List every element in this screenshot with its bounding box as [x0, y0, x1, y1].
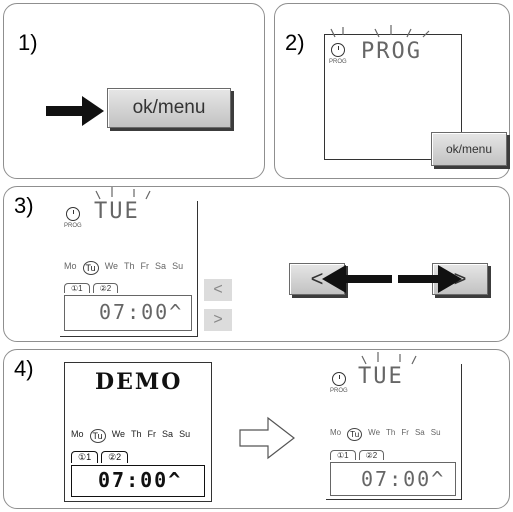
program-tabs: ①1 ②2 [64, 283, 119, 293]
prog-label: PROG [330, 388, 348, 394]
prog-label: PROG [329, 59, 347, 65]
day-tu-selected: Tu [347, 428, 363, 441]
time-box: 07:00^ [71, 465, 205, 497]
day-we: We [368, 428, 381, 437]
blink-indicator [361, 352, 417, 365]
day-su: Su [172, 261, 184, 271]
time-text: 07:00^ [98, 468, 183, 492]
step-2-panel: 2) PROG PROG ok/menu [274, 3, 510, 179]
day-th: Th [131, 429, 142, 439]
step-number: 1) [18, 30, 38, 55]
time-text: 07:00^ [99, 300, 184, 324]
tab-program-2: ②2 [358, 450, 385, 460]
clock-icon [331, 43, 345, 57]
step-3-panel: 3) PROG TUE Mo Tu We Th Fr Sa Su ①1 ②2 0… [3, 186, 510, 342]
lcd-text: PROG [361, 39, 422, 64]
day-mo: Mo [330, 428, 342, 437]
double-arrow-icon [322, 265, 462, 293]
tab-program-1: ①1 [64, 283, 90, 293]
blink-indicator [330, 25, 430, 38]
time-box: 07:00^ [64, 295, 192, 331]
lcd-display: PROG PROG [324, 25, 462, 160]
tab-program-2: ②2 [101, 451, 129, 463]
weekday-row: Mo Tu We Th Fr Sa Su [71, 429, 190, 443]
lcd-day-text: TUE [358, 364, 404, 389]
step-number: 4) [14, 356, 34, 381]
day-th: Th [386, 428, 396, 437]
day-su: Su [430, 428, 441, 437]
lcd-demo-text: DEMO [95, 369, 183, 395]
time-box: 07:00^ [330, 462, 456, 496]
day-tu-selected: Tu [89, 429, 106, 443]
day-sa: Sa [162, 429, 174, 439]
nav-right-small-icon: > [204, 309, 232, 331]
day-fr: Fr [401, 428, 409, 437]
step-4-panel: 4) DEMO Mo Tu We Th Fr Sa Su ①1 ②2 07:00… [3, 349, 510, 509]
lcd-display-demo: DEMO Mo Tu We Th Fr Sa Su ①1 ②2 07:00^ [64, 362, 212, 502]
day-su: Su [179, 429, 191, 439]
day-mo: Mo [64, 261, 77, 271]
day-tu-selected: Tu [82, 261, 99, 275]
tab-program-2: ②2 [92, 283, 119, 293]
lcd-day-text: TUE [94, 199, 140, 224]
day-sa: Sa [414, 428, 425, 437]
tab-program-1: ①1 [330, 450, 356, 460]
clock-icon [332, 372, 346, 386]
program-tabs: ①1 ②2 [71, 451, 129, 463]
lcd-display: PROG TUE Mo Tu We Th Fr Sa Su ①1 ②2 07:0… [60, 199, 198, 337]
weekday-row: Mo Tu We Th Fr Sa Su [64, 261, 183, 275]
nav-left-small-icon: < [204, 279, 232, 301]
ok-menu-button[interactable]: ok/menu [107, 88, 231, 128]
day-sa: Sa [155, 261, 167, 271]
day-we: We [111, 429, 126, 439]
day-fr: Fr [140, 261, 150, 271]
day-fr: Fr [147, 429, 157, 439]
tab-program-1: ①1 [71, 451, 99, 463]
day-we: We [104, 261, 119, 271]
time-text: 07:00^ [361, 467, 446, 491]
ok-menu-button[interactable]: ok/menu [431, 132, 507, 166]
day-mo: Mo [71, 429, 84, 439]
clock-icon [66, 207, 80, 221]
blink-indicator [95, 187, 151, 200]
day-th: Th [124, 261, 135, 271]
hollow-arrow-icon [239, 416, 295, 460]
step-number: 2) [285, 30, 305, 55]
arrow-right-icon [46, 96, 104, 126]
step-1-panel: 1) ok/menu [3, 3, 265, 179]
lcd-display: PROG TUE Mo Tu We Th Fr Sa Su ①1 ②2 07:0… [326, 364, 462, 500]
weekday-row: Mo Tu We Th Fr Sa Su [330, 428, 441, 441]
prog-label: PROG [64, 223, 82, 229]
step-number: 3) [14, 193, 34, 218]
program-tabs: ①1 ②2 [330, 450, 385, 460]
